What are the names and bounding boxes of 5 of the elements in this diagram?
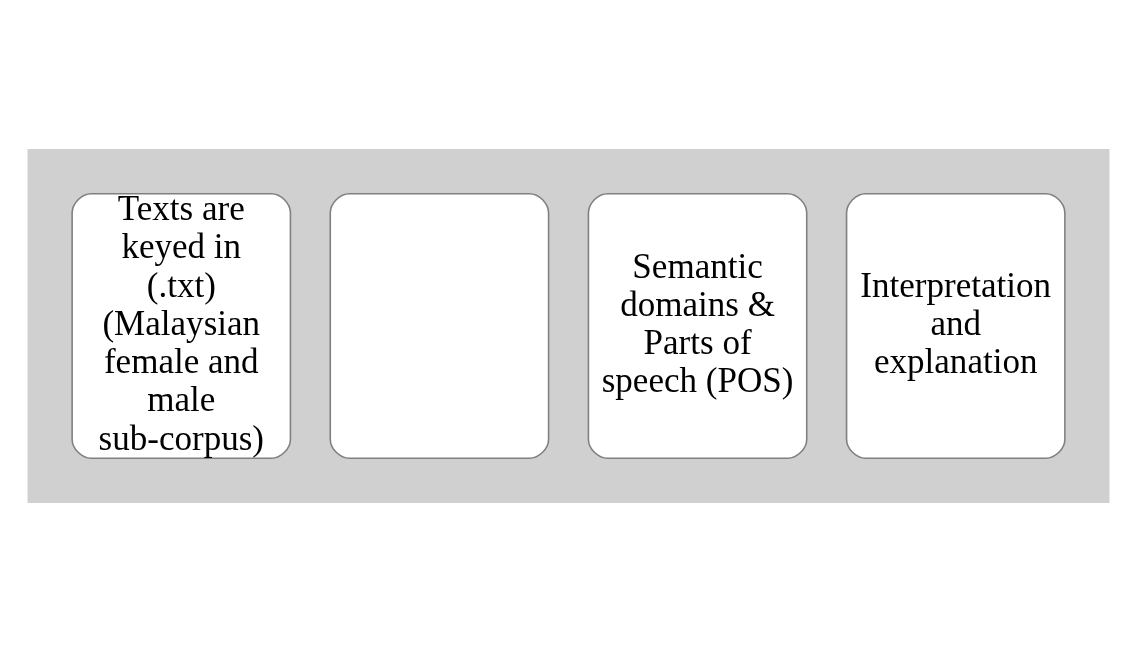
node-box: Texts are keyed in (.txt) (Malaysian female and male sub-corpus) (71, 192, 292, 460)
node-box (329, 192, 550, 460)
node-box: Interpretation and explanation (845, 192, 1066, 460)
cluster (27, 149, 1110, 503)
node-box: Semantic domains & Parts of speech (POS) (587, 192, 808, 460)
